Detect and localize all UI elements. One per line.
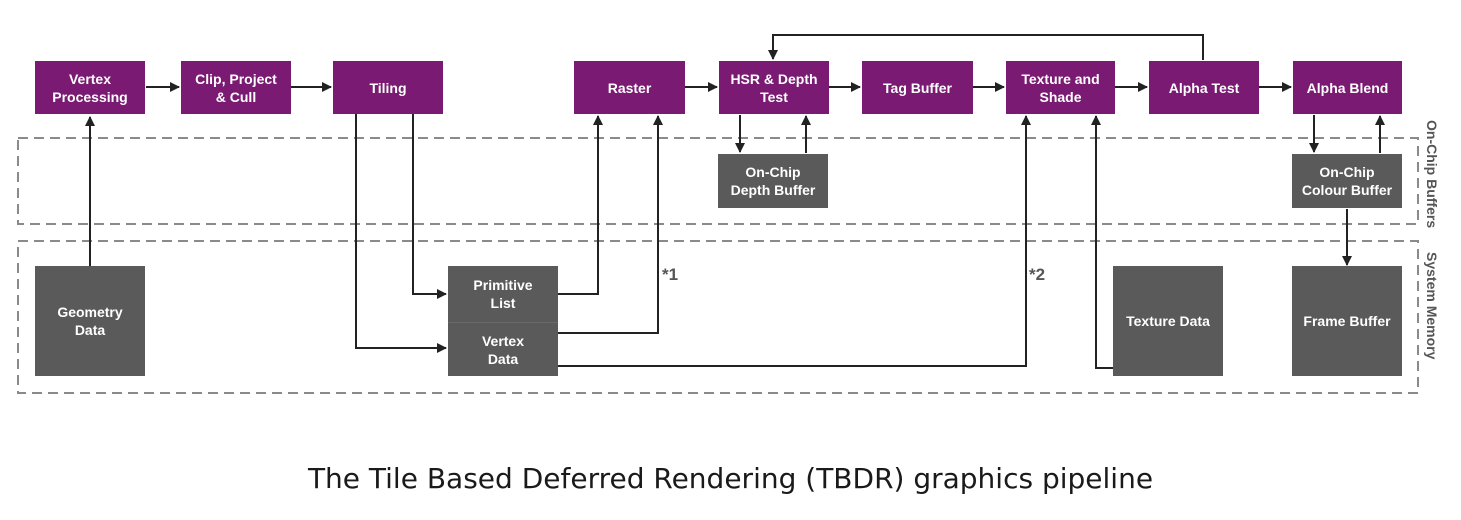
vertex-processing-box: Vertex Processing bbox=[35, 61, 145, 114]
arrow-tiling-to-primitive-list bbox=[412, 114, 447, 299]
note-1-label: *1 bbox=[662, 265, 679, 284]
vertex-data-box: Vertex Data bbox=[448, 322, 558, 376]
clip-project-cull-box: Clip, Project & Cull bbox=[181, 61, 291, 114]
note-2-label: *2 bbox=[1029, 265, 1046, 284]
hsr-depth-test-box: HSR & Depth Test bbox=[719, 61, 829, 114]
arrow-texture-data-to-shade bbox=[1091, 115, 1113, 369]
geometry-data-box: Geometry Data bbox=[35, 266, 145, 376]
primitive-list-box: Primitive List bbox=[448, 266, 558, 322]
on-chip-buffers-label: On-Chip Buffers bbox=[1424, 120, 1440, 229]
arrow-alpha-test-feedback bbox=[768, 34, 1204, 60]
tiling-box: Tiling bbox=[333, 61, 443, 114]
on-chip-depth-buffer-box: On-Chip Depth Buffer bbox=[718, 154, 828, 208]
on-chip-buffers-region bbox=[17, 137, 1419, 225]
system-memory-label: System Memory bbox=[1424, 252, 1440, 360]
diagram-caption: The Tile Based Deferred Rendering (TBDR)… bbox=[307, 462, 1154, 495]
arrow-vertex-data-to-raster bbox=[558, 115, 663, 334]
system-memory-region bbox=[17, 240, 1419, 394]
arrow-tiling-to-vertex-data bbox=[355, 114, 447, 353]
texture-and-shade-box: Texture and Shade bbox=[1006, 61, 1115, 114]
alpha-test-box: Alpha Test bbox=[1149, 61, 1259, 114]
tag-buffer-box: Tag Buffer bbox=[862, 61, 973, 114]
raster-box: Raster bbox=[574, 61, 685, 114]
texture-data-box: Texture Data bbox=[1113, 266, 1223, 376]
alpha-blend-box: Alpha Blend bbox=[1293, 61, 1402, 114]
frame-buffer-box: Frame Buffer bbox=[1292, 266, 1402, 376]
on-chip-colour-buffer-box: On-Chip Colour Buffer bbox=[1292, 154, 1402, 208]
arrow-primitive-list-to-raster bbox=[558, 115, 603, 295]
arrow-vertex-data-to-texture-shade bbox=[558, 115, 1031, 367]
